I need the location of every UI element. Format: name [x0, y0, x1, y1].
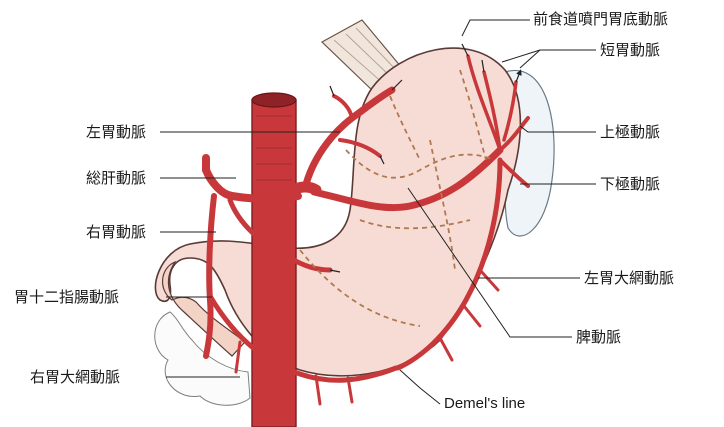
label-common-hepatic-artery: 総肝動脈 — [86, 169, 146, 187]
label-upper-pole-artery: 上極動脈 — [600, 123, 660, 141]
label-lower-pole-artery: 下極動脈 — [600, 175, 660, 193]
label-short-gastric-arteries: 短胃動脈 — [600, 41, 660, 59]
label-right-gastroepiploic-artery: 右胃大網動脈 — [30, 368, 120, 386]
label-demels-line: Demel's line — [444, 395, 525, 413]
label-left-gastroepiploic-artery: 左胃大網動脈 — [584, 269, 674, 287]
label-right-gastric-artery: 右胃動脈 — [86, 223, 146, 241]
aorta — [252, 100, 296, 427]
label-left-gastric-artery: 左胃動脈 — [86, 123, 146, 141]
label-gastroduodenal-artery: 胃十二指腸動脈 — [14, 288, 119, 306]
label-splenic-artery: 脾動脈 — [576, 328, 621, 346]
label-anterior-fundic-artery: 前食道噴門胃底動脈 — [533, 10, 668, 28]
